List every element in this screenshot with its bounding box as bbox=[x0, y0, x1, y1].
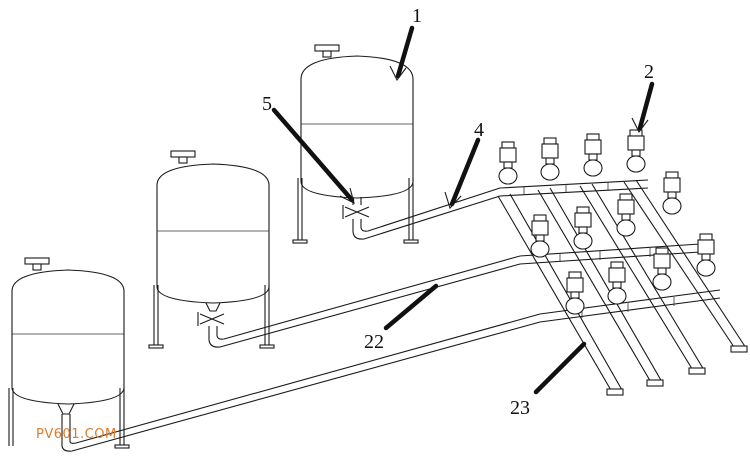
watermark: PV601.COM bbox=[36, 427, 117, 442]
actuator-valve bbox=[565, 271, 585, 315]
actuator-valve bbox=[662, 171, 682, 215]
actuator-valve bbox=[498, 141, 518, 185]
valve-row-3 bbox=[565, 233, 716, 315]
label-22: 22 bbox=[364, 331, 384, 353]
actuator-valve bbox=[583, 133, 603, 177]
actuator-valve bbox=[652, 247, 672, 291]
label-5: 5 bbox=[262, 93, 272, 115]
manifold-down-pipes bbox=[497, 179, 748, 396]
actuator-valve bbox=[607, 261, 627, 305]
arrow-1 bbox=[395, 25, 415, 79]
actuator-valve-2 bbox=[626, 129, 646, 173]
tank-2 bbox=[148, 150, 275, 349]
header-pipe-22 bbox=[208, 243, 701, 348]
arrow-2 bbox=[637, 81, 655, 131]
tank-3 bbox=[8, 257, 130, 449]
arrow-22 bbox=[383, 283, 439, 331]
valve-row-1 bbox=[498, 129, 646, 185]
header-pipe-4 bbox=[352, 179, 649, 240]
valve-row-2 bbox=[530, 171, 682, 258]
label-4: 4 bbox=[474, 119, 484, 141]
actuator-valve bbox=[540, 137, 560, 181]
arrow-4 bbox=[449, 137, 481, 207]
leader-arrows bbox=[271, 25, 655, 395]
arrow-23 bbox=[533, 341, 587, 395]
tank-1 bbox=[292, 44, 419, 244]
label-23: 23 bbox=[510, 397, 530, 419]
actuator-valve bbox=[616, 193, 636, 237]
header-pipe-23 bbox=[61, 289, 721, 452]
label-1: 1 bbox=[412, 5, 422, 27]
arrow-5 bbox=[271, 107, 355, 203]
actuator-valve bbox=[696, 233, 716, 277]
label-2: 2 bbox=[644, 61, 654, 83]
actuator-valve bbox=[573, 206, 593, 250]
actuator-valve bbox=[530, 214, 550, 258]
